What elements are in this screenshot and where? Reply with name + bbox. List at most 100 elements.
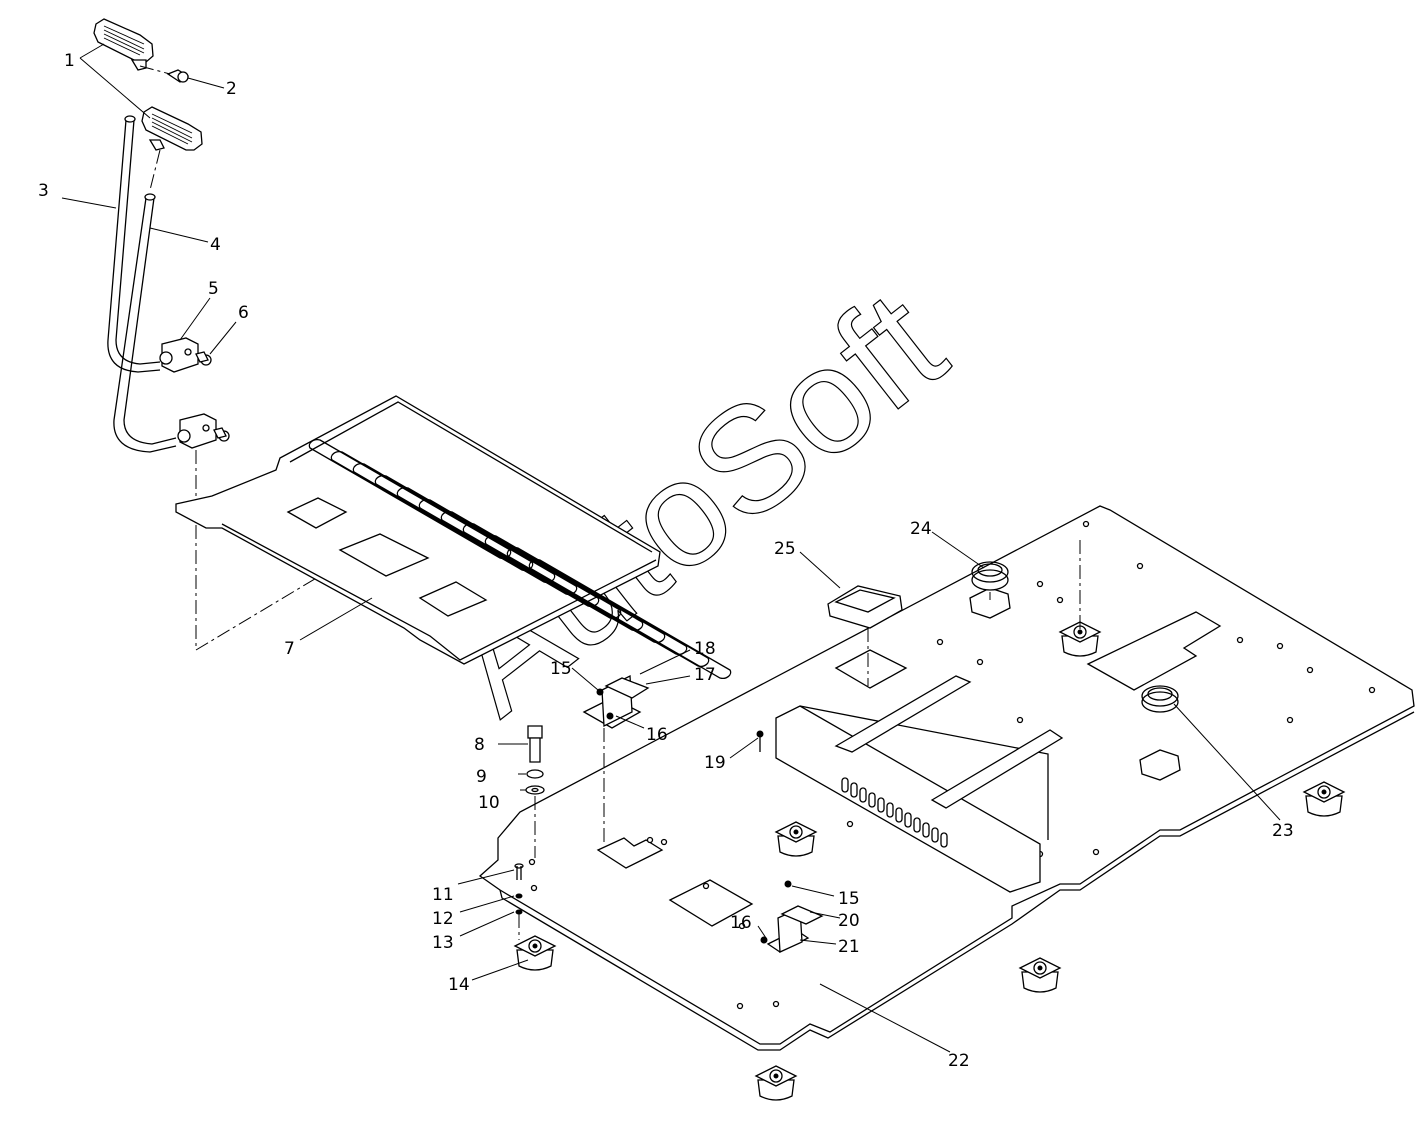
handle-grip-lower (141, 106, 203, 151)
plate-hole (936, 638, 944, 646)
plate-hole (772, 1000, 780, 1008)
rubber-mount (513, 935, 557, 971)
rubber-mount (1018, 957, 1062, 993)
plate-hole (1036, 580, 1044, 588)
plate-hole (1136, 562, 1144, 570)
rail-vent-slot (859, 787, 867, 803)
grommet-25 (827, 585, 903, 629)
plate-hole (976, 658, 984, 666)
callout-3: 3 (38, 181, 49, 201)
callout-22: 22 (948, 1051, 970, 1071)
callout-16-top: 16 (646, 725, 668, 745)
washer-12 (515, 893, 523, 899)
plate-hole (1286, 716, 1294, 724)
callout-7: 7 (284, 639, 295, 659)
screw-15-bottom (784, 880, 792, 888)
floor-plate (478, 505, 1415, 1051)
callout-2: 2 (226, 79, 237, 99)
plate-hole (1276, 642, 1284, 650)
callout-18: 18 (694, 639, 716, 659)
spring-washer-9 (526, 769, 544, 779)
plate-hole (660, 838, 668, 846)
rail-vent-slot (904, 812, 912, 828)
callout-5: 5 (208, 279, 219, 299)
callout-14: 14 (448, 975, 470, 995)
callout-10: 10 (478, 793, 500, 813)
pad-20 (780, 905, 824, 925)
callout-15-top: 15 (550, 659, 572, 679)
callout-19: 19 (704, 753, 726, 773)
flat-washer-10 (525, 785, 545, 795)
callout-20: 20 (838, 911, 860, 931)
rail-vent-slot (922, 822, 930, 838)
callout-6: 6 (238, 303, 249, 323)
rail-vent-slot (886, 802, 894, 818)
lever-left (107, 115, 161, 373)
callout-23: 23 (1272, 821, 1294, 841)
rubber-mount (774, 821, 818, 857)
rubber-mount (1302, 781, 1346, 817)
screw-19 (756, 730, 764, 752)
bracket-screw-upper (195, 351, 212, 366)
callout-4: 4 (210, 235, 221, 255)
small-bolt-11 (514, 863, 524, 880)
callout-11: 11 (432, 885, 454, 905)
rubber-mount (1058, 621, 1102, 657)
rail-vent-slot (913, 817, 921, 833)
callout-15-bottom: 15 (838, 889, 860, 909)
callout-12: 12 (432, 909, 454, 929)
plate-hole (530, 884, 538, 892)
plate-hole (1056, 596, 1064, 604)
rail-vent-slot (850, 782, 858, 798)
washer-13 (515, 909, 523, 915)
plate-hole (528, 858, 536, 866)
screw-16-top (606, 712, 614, 720)
callout-1: 1 (64, 51, 75, 71)
bracket-screw-lower (213, 427, 230, 442)
rubber-mount (754, 1065, 798, 1101)
grommet-24 (971, 561, 1009, 591)
pad-18 (604, 677, 650, 699)
callout-24: 24 (910, 519, 932, 539)
lever-bracket-upper (159, 337, 199, 373)
rail-vent-slot (940, 832, 948, 848)
lever-bracket-lower (177, 413, 217, 449)
floor-mat (175, 395, 732, 679)
screw-16-bottom (760, 936, 768, 944)
plate-hole (1368, 686, 1376, 694)
rail-vent-slot (868, 792, 876, 808)
plate-hole (846, 820, 854, 828)
callout-17: 17 (694, 665, 716, 685)
plate-hole (1016, 716, 1024, 724)
plate-hole (1092, 848, 1100, 856)
rail-vent-slot (841, 777, 849, 793)
callout-25: 25 (774, 539, 796, 559)
callout-9: 9 (476, 767, 487, 787)
plate-hole (1236, 636, 1244, 644)
seat-rail-assembly (775, 675, 1064, 893)
rail-vent-slot (931, 827, 939, 843)
bolt-8 (527, 725, 543, 763)
leader-lines (61, 43, 1281, 1053)
plate-hole (736, 1002, 744, 1010)
screw-15-top (596, 688, 604, 696)
handle-screw (166, 69, 190, 83)
mat-rib (528, 559, 732, 679)
rail-vent-slot (877, 797, 885, 813)
grommet-23 (1141, 685, 1179, 713)
callout-labels: 1 2 3 4 5 6 7 8 9 10 11 12 13 14 15 15 1… (38, 51, 1294, 1071)
callout-16-bottom: 16 (730, 913, 752, 933)
callout-8: 8 (474, 735, 485, 755)
plate-hole (702, 882, 710, 890)
plate-hole (1306, 666, 1314, 674)
lever-right (113, 193, 177, 453)
rail-vent-slot (895, 807, 903, 823)
handle-grip-upper (93, 18, 154, 71)
plate-hole (646, 836, 654, 844)
plate-hole (1082, 520, 1090, 528)
callout-13: 13 (432, 933, 454, 953)
callout-21: 21 (838, 937, 860, 957)
plate-hole (738, 922, 746, 930)
